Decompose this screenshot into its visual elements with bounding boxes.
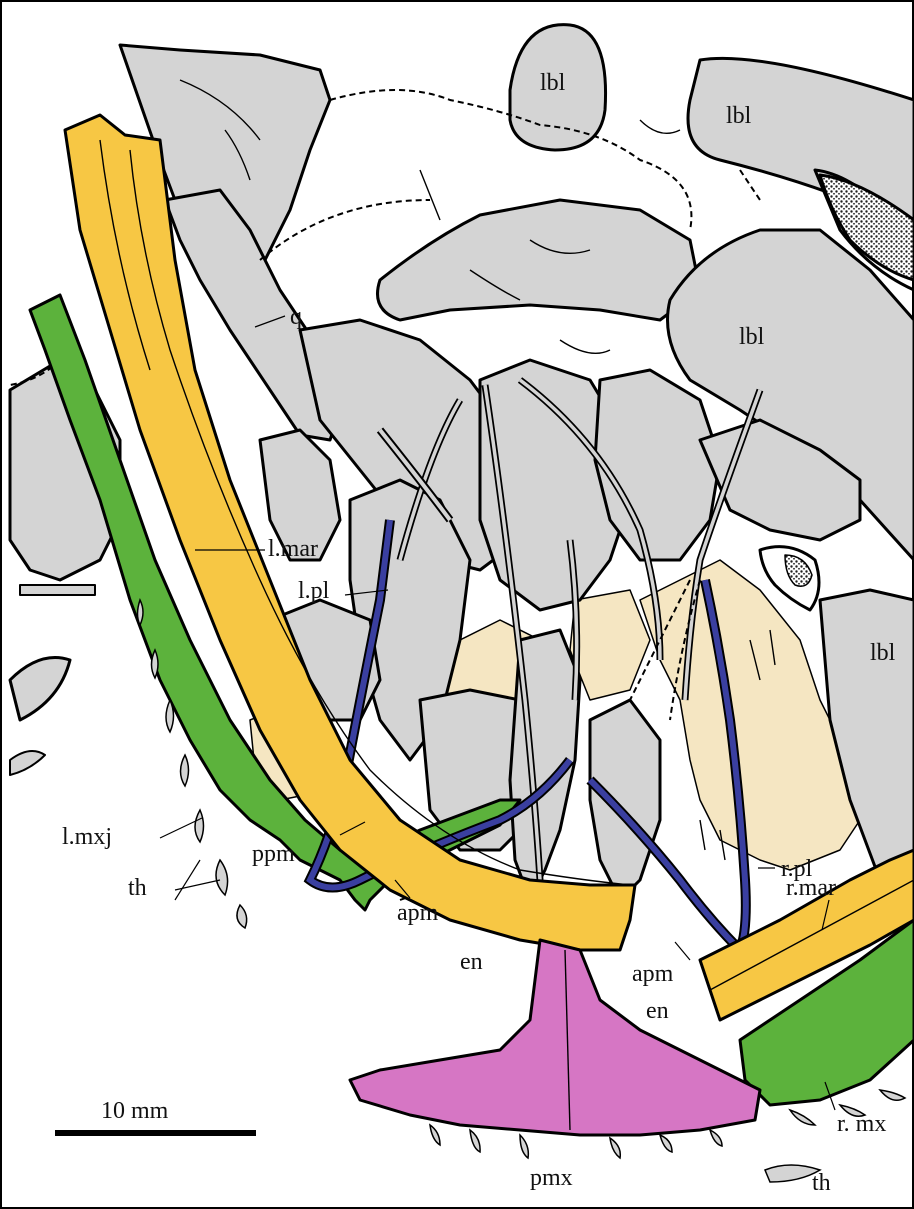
label-ppm: ppm: [252, 841, 295, 867]
label-lbl-top1: lbl: [540, 70, 566, 96]
label-lbl-top2: lbl: [726, 103, 752, 129]
label-apm-left: apm: [397, 900, 439, 926]
central-bone: [378, 200, 701, 320]
label-r-mx: r. mx: [837, 1111, 886, 1137]
label-apm-right: apm: [632, 961, 674, 987]
scale-bar-label: 10 mm: [101, 1098, 169, 1124]
label-th-left: th: [128, 875, 147, 901]
label-l-mxj: l.mxj: [62, 824, 112, 850]
label-lbl-right: lbl: [870, 640, 896, 666]
label-en-right: en: [646, 998, 669, 1024]
label-pmx: pmx: [530, 1165, 573, 1191]
label-r-mar: r.mar: [786, 875, 836, 901]
label-l-mar: l.mar: [268, 536, 318, 562]
premaxilla: [350, 940, 760, 1135]
label-l-pl: l.pl: [298, 578, 330, 604]
label-th-right: th: [812, 1170, 831, 1196]
label-lbl-mid: lbl: [739, 324, 765, 350]
label-en-left: en: [460, 949, 483, 975]
label-q: q: [290, 304, 302, 330]
